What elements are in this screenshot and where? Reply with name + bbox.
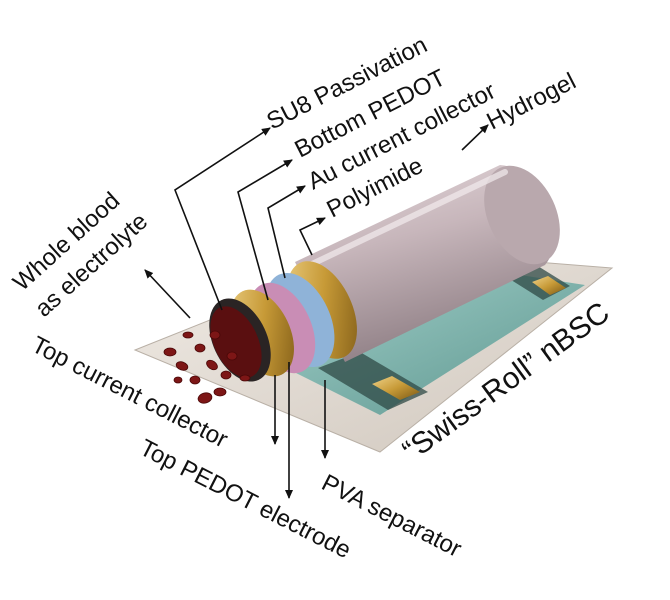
blood-core — [210, 306, 262, 378]
cylinder-highlight — [307, 169, 508, 268]
leader-bottom-pedot — [237, 159, 293, 301]
leader-au — [267, 185, 306, 279]
leader-hydrogel — [461, 124, 489, 151]
leader-su8 — [174, 127, 271, 311]
leader-whole-blood — [144, 269, 191, 319]
blood-cells — [163, 330, 251, 404]
gold-tab-right — [532, 276, 566, 295]
cylinder-far-cap — [484, 165, 560, 265]
label-top-pedot-electrode: Top PEDOT electrode — [135, 434, 355, 564]
leader-lines — [144, 124, 489, 499]
leader-polyimide — [298, 217, 326, 256]
gold-tab-left — [372, 376, 420, 400]
separator-film — [250, 265, 585, 415]
